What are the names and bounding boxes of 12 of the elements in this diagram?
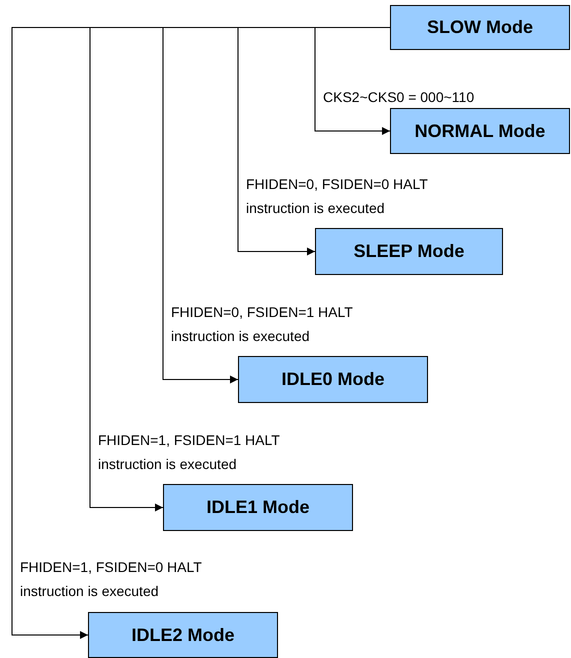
mode-box: IDLE1 Mode [163,484,353,531]
arrow [314,27,390,135]
mode-box: IDLE2 Mode [88,612,278,658]
edge-label: FHIDEN=0, FSIDEN=0 HALT instruction is executed [246,174,429,218]
mode-box: IDLE0 Mode [238,356,428,403]
mode-box: SLEEP Mode [315,228,503,275]
mode-box: NORMAL Mode [390,108,570,154]
edge-label: CKS2~CKS0 = 000~110 [323,88,476,107]
mode-box: SLOW Mode [390,5,570,50]
edge-label: FHIDEN=1, FSIDEN=0 HALT instruction is executed [20,558,203,601]
edge-label: FHIDEN=0, FSIDEN=1 HALT instruction is executed [171,302,354,346]
edge-label: FHIDEN=1, FSIDEN=1 HALT instruction is executed [98,430,281,474]
